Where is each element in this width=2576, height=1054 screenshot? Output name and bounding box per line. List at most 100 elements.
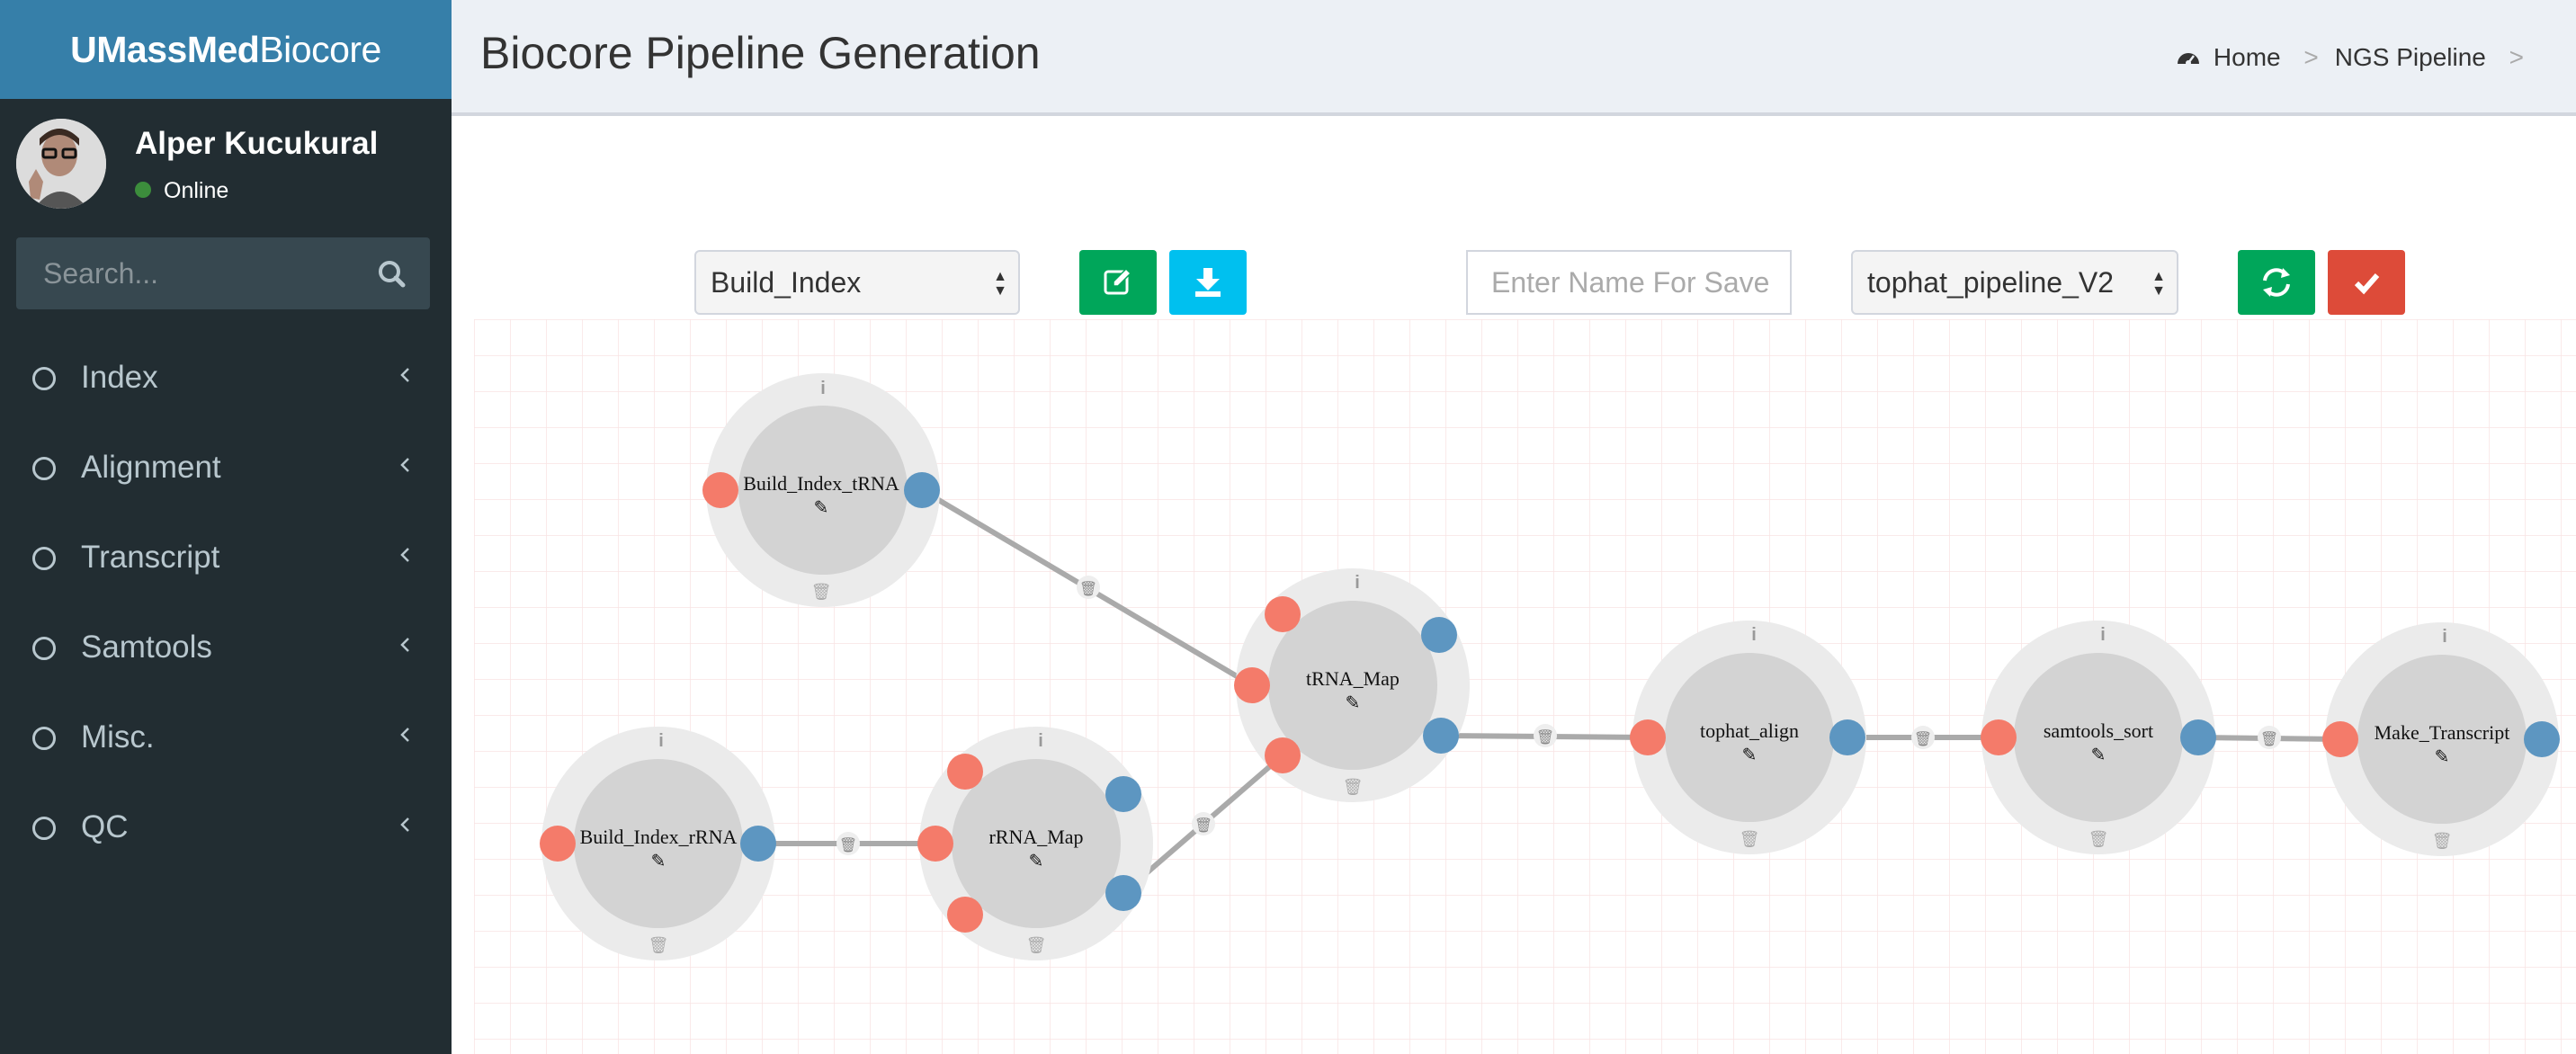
node-label: tRNA_Map: [1306, 667, 1400, 690]
input-port[interactable]: [1234, 667, 1270, 703]
pipeline-node[interactable]: i Build_Index_rRNA ✎ 🗑: [540, 727, 776, 960]
input-port[interactable]: [1265, 596, 1301, 632]
search-input[interactable]: [16, 237, 358, 309]
circle-icon: [32, 637, 56, 660]
circle-icon: [32, 727, 56, 750]
svg-text:🗑: 🗑: [1914, 731, 1932, 747]
breadcrumb: Home >NGS Pipeline >: [2176, 43, 2540, 72]
output-port[interactable]: [1421, 617, 1457, 653]
delete-edge-icon[interactable]: [1911, 726, 1935, 749]
trash-icon[interactable]: 🗑: [648, 936, 669, 954]
output-port[interactable]: [2180, 719, 2216, 755]
sidebar-search: [16, 237, 430, 309]
node-label: tophat_align: [1700, 719, 1799, 742]
info-icon[interactable]: i: [1038, 731, 1043, 751]
trash-icon[interactable]: 🗑: [1343, 778, 1364, 796]
pipeline-select[interactable]: tophat_pipeline_V2 ▲▼: [1851, 250, 2178, 315]
trash-icon[interactable]: 🗑: [2432, 832, 2453, 850]
breadcrumb-home[interactable]: Home: [2213, 43, 2281, 71]
input-port[interactable]: [702, 472, 738, 508]
pencil-icon[interactable]: ✎: [814, 498, 829, 518]
user-status: Online: [135, 178, 228, 204]
download-button[interactable]: [1169, 250, 1247, 315]
sidebar-item-label: Misc.: [81, 719, 155, 755]
info-icon[interactable]: i: [1751, 625, 1757, 645]
chevron-left-icon: [400, 458, 409, 472]
edge-rRNA-index-to-rRNA-map[interactable]: 🗑: [758, 832, 935, 855]
pipeline-node[interactable]: i Build_Index_tRNA ✎ 🗑: [702, 373, 940, 607]
edit-process-button[interactable]: [1079, 250, 1157, 315]
delete-edge-icon[interactable]: [836, 832, 860, 855]
check-icon: [2354, 273, 2380, 295]
output-port[interactable]: [904, 472, 940, 508]
pencil-icon[interactable]: ✎: [2435, 747, 2450, 767]
info-icon[interactable]: i: [2100, 625, 2106, 645]
sidebar-item-transcript[interactable]: Transcript: [0, 513, 452, 603]
output-port[interactable]: [1105, 776, 1141, 812]
pencil-icon[interactable]: ✎: [651, 852, 666, 871]
pencil-icon[interactable]: ✎: [2091, 746, 2106, 765]
trash-icon[interactable]: 🗑: [1026, 936, 1047, 954]
trash-icon[interactable]: 🗑: [2089, 830, 2109, 848]
edge-tRNA-index-to-tRNA-map[interactable]: 🗑: [920, 487, 1254, 688]
trash-icon[interactable]: 🗑: [811, 583, 832, 601]
circle-icon: [32, 547, 56, 570]
process-select[interactable]: Build_Index ▲▼: [694, 250, 1020, 315]
svg-text:🗑: 🗑: [1079, 581, 1097, 597]
svg-text:🗑: 🗑: [839, 837, 857, 853]
pencil-icon[interactable]: ✎: [1742, 746, 1758, 765]
pipeline-node[interactable]: i tRNA_Map ✎ 🗑: [1234, 568, 1470, 802]
delete-edge-icon[interactable]: [1077, 576, 1100, 599]
output-port[interactable]: [1829, 719, 1865, 755]
input-port[interactable]: [947, 754, 983, 790]
pencil-icon[interactable]: ✎: [1029, 852, 1044, 871]
sidebar-item-index[interactable]: Index: [0, 333, 452, 423]
output-port[interactable]: [1423, 718, 1459, 754]
input-port[interactable]: [1265, 737, 1301, 773]
info-icon[interactable]: i: [658, 731, 664, 751]
pipeline-node[interactable]: i samtools_sort ✎ 🗑: [1981, 621, 2216, 854]
pipeline-node[interactable]: i rRNA_Map ✎ 🗑: [917, 727, 1153, 960]
input-port[interactable]: [1630, 719, 1666, 755]
pencil-icon[interactable]: ✎: [1346, 693, 1361, 713]
search-button[interactable]: [358, 237, 430, 309]
edge-tophat-to-samtools[interactable]: 🗑: [1847, 726, 1999, 749]
pipeline-canvas[interactable]: 🗑 🗑 🗑 🗑 🗑 🗑 i Build_Index_tRNA ✎ 🗑: [474, 319, 2576, 1054]
pipeline-name-input[interactable]: [1466, 250, 1792, 315]
sidebar-item-misc[interactable]: Misc.: [0, 692, 452, 782]
save-pipeline-button[interactable]: [2328, 250, 2405, 315]
app-logo[interactable]: UMassMedBiocore: [0, 0, 452, 99]
chevron-left-icon: [400, 638, 409, 652]
input-port[interactable]: [2322, 721, 2358, 757]
trash-icon[interactable]: 🗑: [1740, 830, 1760, 848]
svg-text:🗑: 🗑: [1536, 729, 1554, 746]
edge-samtools-to-make-transcript[interactable]: 🗑: [2197, 726, 2341, 749]
select-arrows-icon: ▲▼: [993, 269, 1007, 299]
chevron-left-icon: [400, 728, 409, 742]
delete-edge-icon[interactable]: [2258, 726, 2281, 749]
info-icon[interactable]: i: [1355, 573, 1360, 593]
delete-edge-icon[interactable]: [1192, 812, 1215, 835]
refresh-icon: [2263, 268, 2290, 297]
output-port[interactable]: [1105, 875, 1141, 911]
input-port[interactable]: [1981, 719, 2017, 755]
input-port[interactable]: [917, 826, 953, 862]
breadcrumb-ngs-pipeline[interactable]: NGS Pipeline: [2334, 43, 2486, 71]
sidebar-item-qc[interactable]: QC: [0, 782, 452, 872]
sidebar-item-samtools[interactable]: Samtools: [0, 603, 452, 692]
edge-tRNA-map-to-tophat[interactable]: 🗑: [1440, 724, 1649, 747]
pipeline-node[interactable]: i tophat_align ✎ 🗑: [1630, 621, 1866, 854]
input-port[interactable]: [947, 897, 983, 933]
info-icon[interactable]: i: [2442, 627, 2447, 647]
circle-icon: [32, 457, 56, 480]
pipeline-node[interactable]: i Make_Transcript ✎ 🗑: [2322, 622, 2560, 856]
breadcrumb-separator: >: [2509, 43, 2524, 71]
node-label: samtools_sort: [2044, 719, 2153, 742]
refresh-button[interactable]: [2238, 250, 2315, 315]
input-port[interactable]: [540, 826, 576, 862]
output-port[interactable]: [740, 826, 776, 862]
sidebar-item-alignment[interactable]: Alignment: [0, 423, 452, 513]
output-port[interactable]: [2524, 721, 2560, 757]
info-icon[interactable]: i: [820, 379, 826, 398]
delete-edge-icon[interactable]: [1534, 724, 1557, 747]
